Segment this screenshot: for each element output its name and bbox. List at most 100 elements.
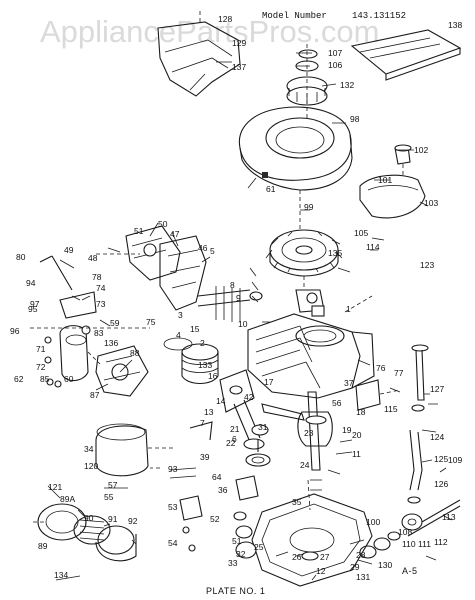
- watermark: AppliancePartsPros.com: [40, 14, 379, 49]
- part-label-48: 48: [88, 253, 98, 263]
- part-label-21: 21: [230, 424, 240, 434]
- part-label-72: 72: [36, 362, 46, 372]
- part-label-15: 15: [190, 324, 200, 334]
- part-label-71: 71: [36, 344, 46, 354]
- part-label-136: 136: [104, 338, 118, 348]
- linkage-drawing: [150, 421, 213, 552]
- part-label-128: 128: [218, 14, 232, 24]
- part-label-138: 138: [448, 20, 462, 30]
- part-label-59: 59: [110, 318, 120, 328]
- blower-housing-drawing: [238, 106, 353, 232]
- part-label-129: 129: [232, 38, 246, 48]
- part-label-94: 94: [26, 278, 36, 288]
- cam-gear-drawing: [245, 424, 271, 467]
- part-label-16: 16: [208, 371, 218, 381]
- part-label-14: 14: [216, 396, 226, 406]
- part-label-4: 4: [176, 330, 181, 340]
- part-label-80: 80: [16, 252, 26, 262]
- part-label-123: 123: [420, 260, 434, 270]
- part-label-12: 12: [316, 566, 326, 576]
- part-label-35: 35: [292, 497, 302, 507]
- manual-drawing: [350, 29, 462, 81]
- part-label-75: 75: [146, 317, 156, 327]
- part-label-53: 53: [168, 502, 178, 512]
- part-label-9: 9: [236, 293, 241, 303]
- part-label-100: 100: [366, 517, 380, 527]
- part-label-90: 90: [84, 513, 94, 523]
- part-label-5: 5: [210, 246, 215, 256]
- part-label-135: 135: [328, 248, 342, 258]
- part-label-85: 85: [40, 374, 50, 384]
- sump-base-drawing: [251, 479, 373, 587]
- part-label-64: 64: [212, 472, 222, 482]
- part-label-18: 18: [356, 407, 366, 417]
- part-label-13: 13: [204, 407, 214, 417]
- part-label-92: 92: [128, 516, 138, 526]
- part-label-111: 111: [418, 539, 431, 549]
- part-label-124: 124: [430, 432, 444, 442]
- air-cleaner-drawing: [30, 503, 137, 562]
- part-label-103: 103: [424, 198, 438, 208]
- part-label-2: 2: [200, 338, 205, 348]
- part-label-91: 91: [108, 514, 118, 524]
- part-label-19: 19: [342, 425, 352, 435]
- part-label-127: 127: [430, 384, 444, 394]
- part-label-77: 77: [394, 368, 404, 378]
- part-label-57: 57: [108, 480, 118, 490]
- part-label-109: 109: [448, 455, 462, 465]
- carburetor-drawing: [30, 225, 207, 397]
- part-label-105: 105: [354, 228, 368, 238]
- part-label-49: 49: [64, 245, 74, 255]
- part-label-20: 20: [352, 430, 362, 440]
- part-label-34: 34: [84, 444, 94, 454]
- flywheel-drawing: [265, 229, 343, 277]
- part-label-32: 32: [236, 549, 246, 559]
- part-label-121: 121: [48, 482, 62, 492]
- valve-train-drawing: [197, 286, 263, 322]
- connecting-rod-drawing: [233, 399, 305, 450]
- part-label-89: 89: [38, 541, 48, 551]
- part-label-23: 23: [304, 428, 314, 438]
- part-label-29: 29: [350, 562, 360, 572]
- part-label-73: 73: [96, 299, 106, 309]
- part-label-7: 7: [200, 418, 205, 428]
- part-label-131: 131: [356, 572, 370, 582]
- part-label-52: 52: [210, 514, 220, 524]
- part-label-51: 51: [232, 536, 242, 546]
- muffler-drawing: [95, 423, 176, 477]
- part-label-96: 96: [10, 326, 20, 336]
- part-label-51: 51: [134, 226, 144, 236]
- part-label-25: 25: [254, 542, 264, 552]
- part-label-102: 102: [414, 145, 428, 155]
- dipstick-drawing: [407, 344, 429, 504]
- part-label-130: 130: [378, 560, 392, 570]
- part-label-3: 3: [178, 310, 183, 320]
- part-label-89a: 89A: [60, 494, 75, 504]
- part-label-61: 61: [266, 184, 276, 194]
- part-label-62: 62: [14, 374, 24, 384]
- part-label-132: 132: [340, 80, 354, 90]
- part-label-126: 126: [434, 479, 448, 489]
- part-label-87: 87: [90, 390, 100, 400]
- part-label-114: 114: [366, 242, 380, 252]
- part-label-97: 97: [30, 299, 40, 309]
- part-label-24: 24: [300, 460, 310, 470]
- part-label-46: 46: [198, 243, 208, 253]
- part-label-26: 26: [292, 552, 302, 562]
- part-label-93: 93: [168, 464, 178, 474]
- part-label-6: 6: [232, 434, 237, 444]
- oil-pump-drawing: [233, 475, 259, 559]
- sheet-code: A-5: [402, 566, 418, 576]
- part-label-74: 74: [96, 283, 106, 293]
- part-label-36: 36: [218, 485, 228, 495]
- part-labels: 1281291371071061321389810210110361991051…: [10, 14, 462, 582]
- part-label-133: 133: [198, 360, 212, 370]
- part-label-54: 54: [168, 538, 178, 548]
- model-number-label: Model Number: [262, 11, 327, 21]
- part-label-113: 113: [442, 512, 456, 522]
- part-label-50: 50: [158, 219, 168, 229]
- leader-lines: [47, 52, 453, 581]
- part-label-60: 60: [64, 374, 74, 384]
- cylinder-block-drawing: [247, 295, 375, 399]
